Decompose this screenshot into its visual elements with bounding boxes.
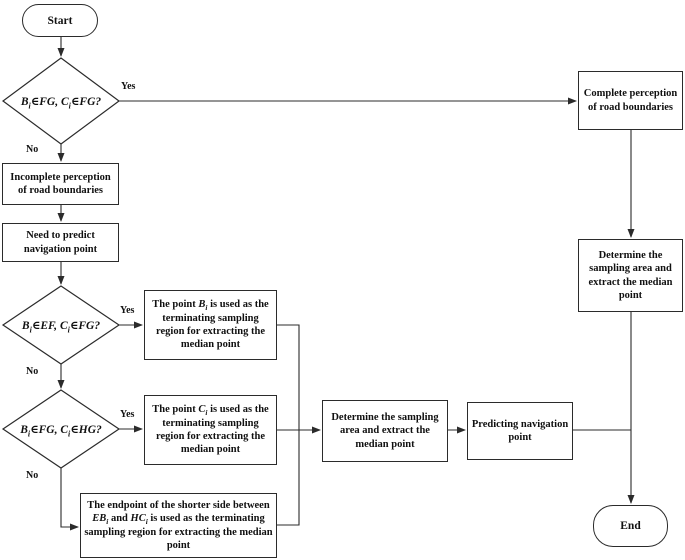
edge-d3-no-to-endpoint xyxy=(60,468,79,531)
no-label-d1: No xyxy=(26,144,39,155)
no-label-d2: No xyxy=(26,366,39,377)
complete-perception-label: Complete perception of road boundaries xyxy=(583,88,678,113)
need-predict-label: Need to predict navigation point xyxy=(23,230,98,255)
complete-perception-box: Complete perception of road boundaries xyxy=(578,71,683,130)
yes-label-d1: Yes xyxy=(121,81,136,92)
no-label-d3: No xyxy=(26,470,39,481)
determine-right-label: Determine the sampling area and extract … xyxy=(588,249,673,301)
predicting-box: Predicting navigation point xyxy=(467,402,573,460)
end-node: End xyxy=(593,505,668,547)
edge-endpoint-to-merge xyxy=(277,430,300,526)
incomplete-perception-box: Incomplete perception of road boundaries xyxy=(2,163,119,205)
determine-right-box: Determine the sampling area and extract … xyxy=(578,239,683,312)
yes-label-d2: Yes xyxy=(120,305,135,316)
decision-2-label: Bi∈EF, Ci∈FG? xyxy=(21,320,101,335)
predicting-label: Predicting navigation point xyxy=(471,418,569,443)
edge-bi-to-merge xyxy=(277,324,300,430)
decision-1-label: Bi∈FG, Ci∈FG? xyxy=(20,96,102,111)
point-ci-box: The point Ci is used as the terminating … xyxy=(144,395,277,465)
start-label: Start xyxy=(47,14,73,27)
start-node: Start xyxy=(22,4,98,37)
determine-mid-label: Determine the sampling area and extract … xyxy=(331,411,439,450)
end-label: End xyxy=(620,520,641,532)
endpoint-shorter-box: The endpoint of the shorter side between… xyxy=(80,493,277,558)
incomplete-perception-label: Incomplete perception of road boundaries xyxy=(10,171,111,196)
yes-label-d3: Yes xyxy=(120,409,135,420)
decision-3-label: Bi∈FG, Ci∈HG? xyxy=(20,424,102,439)
need-predict-box: Need to predict navigation point xyxy=(2,223,119,262)
determine-mid-box: Determine the sampling area and extract … xyxy=(322,400,448,462)
point-bi-box: The point Bi is used as the terminating … xyxy=(144,290,277,360)
